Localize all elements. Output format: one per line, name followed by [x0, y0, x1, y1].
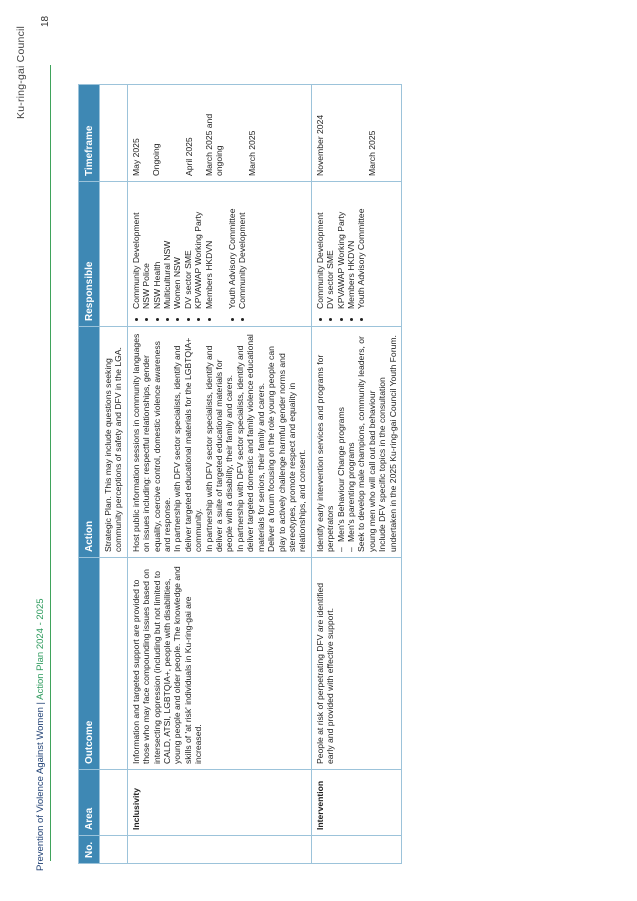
table-row: Inclusivity Information and targeted sup… — [127, 84, 312, 864]
cell-responsible: Community Development NSW Police NSW Hea… — [127, 181, 312, 327]
column-header-timeframe: Timeframe — [78, 84, 100, 182]
cell-no — [311, 835, 402, 864]
action-item: Include DFV specific topics in the consu… — [377, 335, 398, 552]
timeframe-item: April 2025 — [183, 137, 194, 176]
column-header-outcome: Outcome — [78, 557, 100, 770]
responsible-item: Multicultural NSW — [162, 187, 172, 309]
timeframe-item: March 2025 — [367, 130, 378, 176]
action-item: Host public information sessions in comm… — [130, 333, 173, 552]
responsible-item: Community Development — [131, 187, 141, 309]
timeframe-item: May 2025 — [130, 138, 141, 176]
action-item: Seek to develop male champions, communit… — [356, 336, 377, 552]
action-subitem: –Men's Behaviour Change programs — [335, 407, 346, 552]
action-item: In partnership with DFV sector specialis… — [234, 334, 266, 552]
column-header-action: Action — [78, 326, 100, 558]
cell-area: Intervention — [311, 769, 402, 836]
page-number: 18 — [40, 15, 51, 27]
responsible-item: Community Development — [237, 187, 247, 309]
responsible-item: Members HKDVN — [346, 187, 356, 309]
action-item: Strategic Plan. This may include questio… — [103, 347, 124, 552]
responsible-item: KPVAWAP Working Party — [336, 187, 346, 309]
responsible-item: NSW Police — [141, 187, 151, 309]
cell-outcome — [99, 557, 128, 770]
action-subitem: –Men's parenting programs — [345, 442, 356, 552]
action-item: Identify early intervention services and… — [314, 354, 336, 552]
timeframe-item: March 2025 — [246, 130, 257, 176]
responsible-item: Community Development — [315, 187, 325, 309]
responsible-item: KPVAWAP Working Party — [193, 187, 203, 309]
responsible-item: Youth Advisory Committee — [356, 187, 366, 309]
responsible-item: Members HKDVN — [204, 187, 214, 309]
responsible-item: Youth Advisory Committee — [227, 187, 237, 309]
cell-responsible — [99, 181, 128, 327]
responsible-item: Women NSW — [172, 187, 182, 309]
cell-action: Host public information sessions in comm… — [127, 326, 312, 558]
cell-action: Strategic Plan. This may include questio… — [99, 326, 128, 558]
action-item: In partnership with DFV sector specialis… — [172, 337, 204, 552]
cell-timeframe — [99, 84, 128, 182]
timeframe-item: November 2024 — [314, 114, 325, 176]
cell-area — [99, 769, 128, 836]
cell-action: Identify early intervention services and… — [311, 326, 402, 558]
responsible-item: DV sector SME — [183, 187, 193, 309]
table-header-row: No. Area Outcome Action Responsible Time… — [78, 84, 100, 864]
column-header-no: No. — [78, 835, 100, 864]
cell-area: Inclusivity — [127, 769, 312, 836]
cell-responsible: Community Development DV sector SME KPVA… — [311, 181, 402, 327]
column-header-area: Area — [78, 769, 100, 836]
action-item: Deliver a forum focusing on the role you… — [266, 346, 308, 552]
cell-no — [127, 835, 312, 864]
timeframe-item: Ongoing — [151, 143, 162, 177]
column-header-responsible: Responsible — [78, 181, 100, 327]
cell-outcome: People at risk of perpetrating DFV are i… — [311, 557, 402, 770]
table-row: Strategic Plan. This may include questio… — [99, 84, 128, 864]
responsible-item: DV sector SME — [325, 187, 335, 309]
cell-timeframe: May 2025 Ongoing April 2025 March 2025 a… — [127, 84, 312, 182]
footer-rule — [50, 65, 51, 861]
footer-title: Prevention of Violence Against Women | A… — [35, 598, 46, 871]
cell-no — [99, 835, 128, 864]
timeframe-item: March 2025 and ongoing — [204, 113, 225, 176]
org-name: Ku-ring-gai Council — [15, 25, 27, 119]
action-item: In partnership with DFV sector specialis… — [203, 345, 235, 552]
action-plan-table: No. Area Outcome Action Responsible Time… — [78, 84, 402, 864]
responsible-item: NSW Health — [152, 187, 162, 309]
cell-outcome: Information and targeted support are pro… — [127, 557, 312, 770]
table-row: Intervention People at risk of perpetrat… — [311, 84, 402, 864]
cell-timeframe: November 2024 March 2025 — [311, 84, 402, 182]
